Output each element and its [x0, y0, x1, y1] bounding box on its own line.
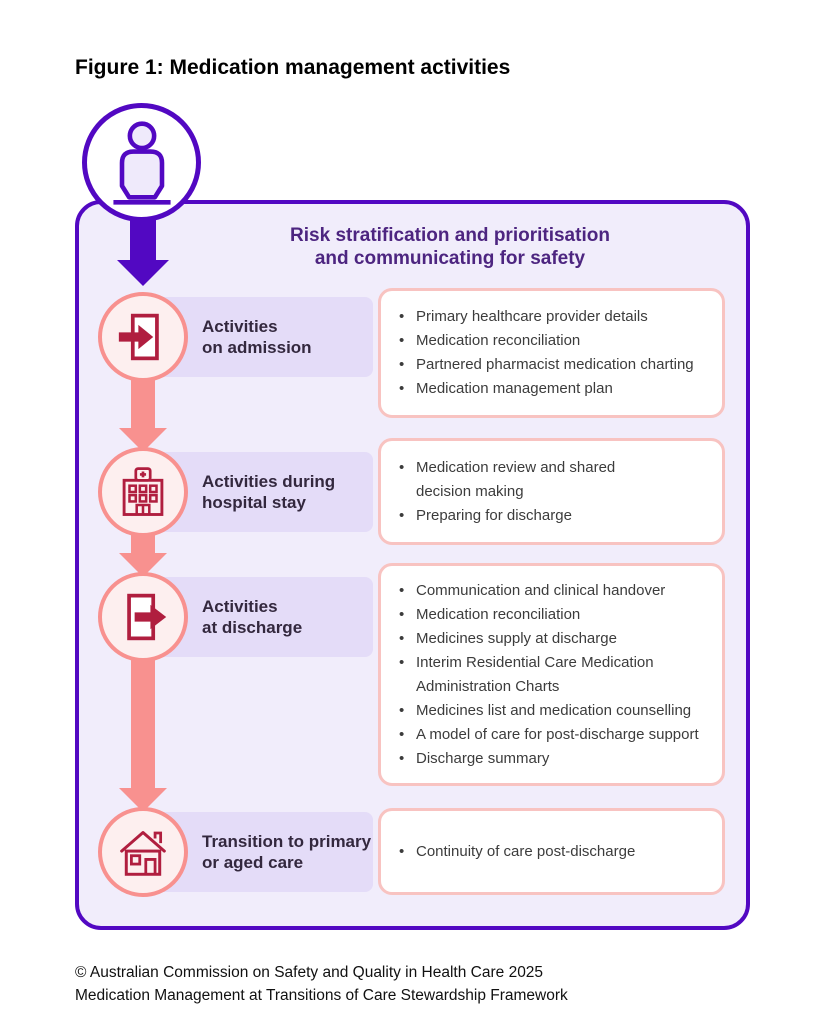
- stage-label-line1: Activities during: [202, 472, 336, 491]
- copyright-line: © Australian Commission on Safety and Qu…: [75, 964, 544, 981]
- stage-icon-circle: [98, 292, 188, 382]
- diagram-header-line1: Risk stratification and prioritisation: [290, 225, 610, 246]
- bullet-item: Medicines list and medication counsellin…: [393, 699, 716, 723]
- bullet-item: Communication and clinical handover: [393, 579, 716, 603]
- stage-label-line1: Activities: [202, 317, 278, 336]
- bullet-list: Continuity of care post-discharge: [393, 840, 716, 864]
- bullet-item: Medication reconciliation: [393, 329, 716, 353]
- bullet-item: Medication review and shared decision ma…: [393, 456, 648, 504]
- framework-line: Medication Management at Transitions of …: [75, 987, 568, 1004]
- bullet-item: Preparing for discharge: [393, 504, 716, 528]
- bullet-item: Partnered pharmacist medication charting: [393, 353, 716, 377]
- bullet-list: Medication review and shared decision ma…: [393, 456, 716, 528]
- hospital-building-icon: [122, 467, 164, 516]
- bullet-item: A model of care for post-discharge suppo…: [393, 723, 716, 747]
- bullet-item: Discharge summary: [393, 747, 716, 771]
- stage-icon-circle: [98, 572, 188, 662]
- bullet-item: Medication management plan: [393, 377, 716, 401]
- bullet-item: Primary healthcare provider details: [393, 305, 716, 329]
- figure-footer: © Australian Commission on Safety and Qu…: [75, 961, 568, 1007]
- bullet-item: Medicines supply at discharge: [393, 627, 716, 651]
- stage-label-line2: hospital stay: [202, 493, 306, 512]
- arrow-down-icon: [119, 531, 167, 577]
- person-icon: [112, 120, 171, 205]
- house-icon: [120, 831, 166, 876]
- stage-label: Activities at discharge: [202, 577, 374, 657]
- stage-bullet-box: Continuity of care post-discharge: [378, 808, 725, 895]
- stage-label-line1: Activities: [202, 597, 278, 616]
- diagram-header-line2: and communicating for safety: [314, 248, 586, 269]
- bullet-list: Communication and clinical handover Medi…: [393, 579, 716, 771]
- stage-label: Activities on admission: [202, 297, 374, 377]
- stage-label-line2: at discharge: [202, 618, 303, 637]
- stage-bullet-box: Medication review and shared decision ma…: [378, 438, 725, 545]
- arrow-down-icon: [119, 376, 167, 452]
- stage-label-line2: or aged care: [202, 853, 304, 872]
- stage-label-line1: Transition to primary: [202, 832, 372, 851]
- bullet-list: Primary healthcare provider details Medi…: [393, 305, 716, 401]
- person-icon-circle: [82, 103, 201, 222]
- bullet-item: Interim Residential Care Medication Admi…: [393, 651, 716, 699]
- stage-label: Transition to primary or aged care: [202, 812, 374, 892]
- stage-bullet-box: Communication and clinical handover Medi…: [378, 563, 725, 786]
- bullet-item: Continuity of care post-discharge: [393, 840, 716, 864]
- door-arrow-out-icon: [127, 593, 167, 641]
- figure-title: Figure 1: Medication management activiti…: [75, 56, 511, 79]
- door-arrow-in-icon: [118, 313, 159, 361]
- stage-icon-circle: [98, 807, 188, 897]
- stage-label-line2: on admission: [202, 338, 312, 357]
- bullet-item: Medication reconciliation: [393, 603, 716, 627]
- stage-bullet-box: Primary healthcare provider details Medi…: [378, 288, 725, 418]
- stage-label: Activities during hospital stay: [202, 452, 374, 532]
- stage-icon-circle: [98, 447, 188, 537]
- diagram-header: Risk stratification and prioritisation a…: [190, 224, 710, 270]
- arrow-down-icon: [117, 220, 169, 286]
- arrow-down-icon: [119, 656, 167, 812]
